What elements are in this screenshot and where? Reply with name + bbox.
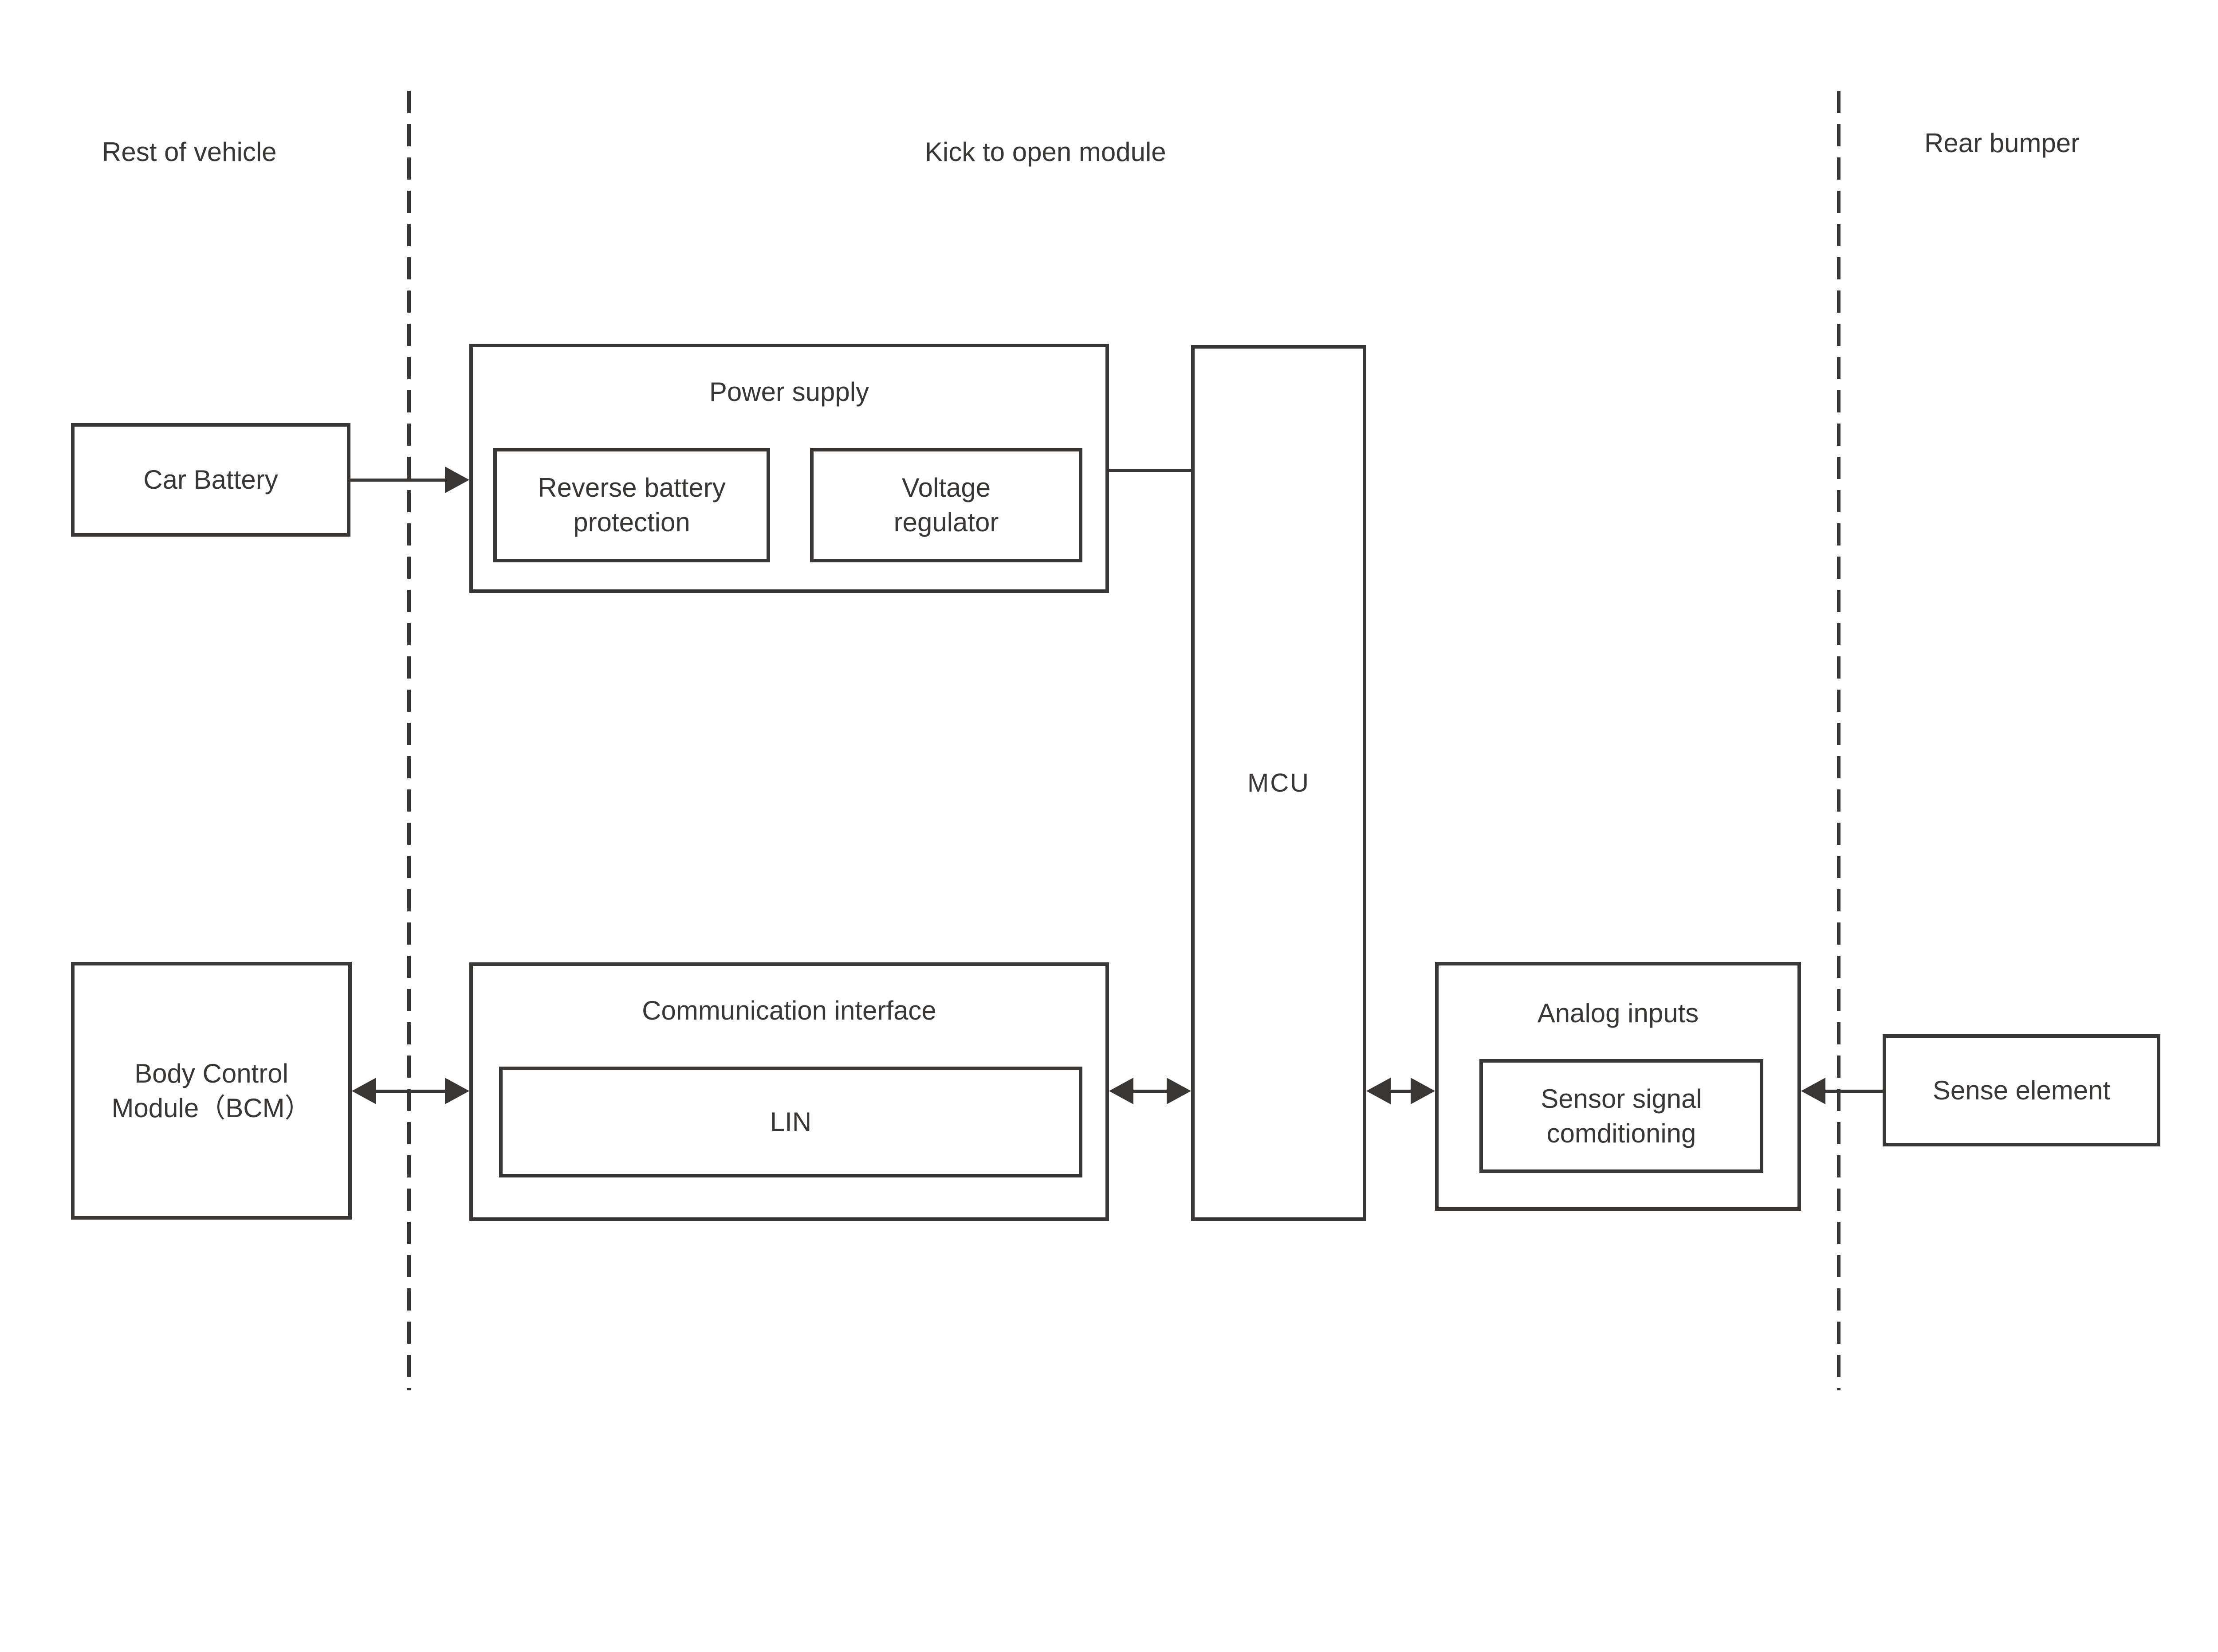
arrowhead-left-icon	[1366, 1078, 1391, 1104]
voltage-regulator-label: Voltage regulator	[893, 473, 999, 537]
connector-mcu-to-analog-inputs	[1388, 1090, 1413, 1093]
connector-bcm-to-communication	[374, 1090, 447, 1093]
section-label-kick-to-open-module: Kick to open module	[925, 137, 1166, 167]
section-label-rear-bumper: Rear bumper	[1924, 128, 2080, 158]
voltage-regulator-box: Voltage regulator	[810, 448, 1082, 562]
arrowhead-right-icon	[445, 467, 469, 493]
sensor-signal-conditioning-box: Sensor signal comditioning	[1479, 1059, 1763, 1173]
communication-interface-title: Communication interface	[642, 996, 936, 1025]
power-supply-title: Power supply	[709, 377, 869, 407]
lin-label: LIN	[770, 1107, 812, 1137]
dashed-separator-left	[407, 91, 411, 1390]
mcu-box: MCU	[1191, 345, 1366, 1221]
dashed-separator-right	[1837, 91, 1840, 1390]
arrowhead-left-icon	[1801, 1078, 1825, 1104]
analog-inputs-title: Analog inputs	[1537, 998, 1699, 1028]
arrowhead-right-icon	[445, 1078, 469, 1104]
car-battery-box: Car Battery	[71, 423, 350, 537]
mcu-label: MCU	[1247, 768, 1310, 797]
arrowhead-right-icon	[1167, 1078, 1191, 1104]
reverse-battery-protection-label: Reverse battery protection	[538, 473, 726, 537]
lin-box: LIN	[499, 1067, 1082, 1177]
arrowhead-left-icon	[1109, 1078, 1133, 1104]
sensor-signal-conditioning-label: Sensor signal comditioning	[1541, 1083, 1702, 1148]
connector-sense-element-to-analog-inputs	[1823, 1090, 1883, 1093]
car-battery-label: Car Battery	[143, 465, 278, 494]
arrowhead-right-icon	[1411, 1078, 1435, 1104]
bcm-label: Body Control Module（BCM）	[111, 1058, 311, 1123]
bcm-box: Body Control Module（BCM）	[71, 962, 352, 1220]
connector-power-supply-to-mcu	[1107, 469, 1193, 472]
section-label-rest-of-vehicle: Rest of vehicle	[102, 137, 277, 167]
connector-communication-to-mcu	[1131, 1090, 1169, 1093]
reverse-battery-protection-box: Reverse battery protection	[493, 448, 770, 562]
arrowhead-left-icon	[352, 1078, 376, 1104]
connector-battery-to-power-supply	[350, 479, 446, 482]
sense-element-box: Sense element	[1883, 1034, 2160, 1146]
sense-element-label: Sense element	[1932, 1075, 2111, 1105]
